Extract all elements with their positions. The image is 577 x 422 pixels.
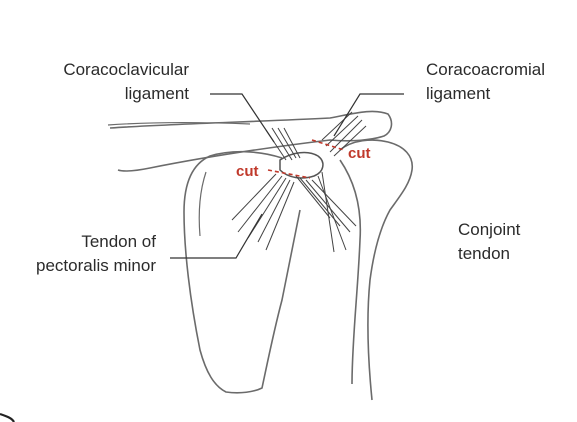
label-pectoralis-minor: Tendon of pectoralis minor <box>14 230 156 278</box>
clavicle-edge <box>107 122 251 126</box>
humerus-outline <box>339 159 362 385</box>
leader-line-coracoacromial <box>333 93 404 137</box>
label-coracoacromial: Coracoacromial ligament <box>426 58 545 106</box>
scapula-outline <box>183 150 301 394</box>
cut-label-left: cut <box>236 163 259 180</box>
label-conjoint-tendon: Conjoint tendon <box>458 218 520 266</box>
leader-line-pectoralis-minor <box>170 213 263 259</box>
scapula-inner-edge <box>198 171 207 237</box>
coracoid-process <box>279 151 324 179</box>
leader-line-coracoclavicular <box>210 93 275 143</box>
label-line: pectoralis minor <box>36 256 156 275</box>
label-line: Coracoacromial <box>426 60 546 79</box>
label-line: Coracoclavicular <box>63 60 189 79</box>
label-line: Tendon of <box>81 232 156 251</box>
acromion-outline <box>339 139 413 401</box>
cut-label-right: cut <box>348 145 371 162</box>
label-coracoclavicular: Coracoclavicular ligament <box>46 58 189 106</box>
cut-line-left <box>267 169 311 179</box>
corner-arc <box>0 412 15 422</box>
label-line: Conjoint <box>458 220 521 239</box>
cut-line-right <box>311 139 345 151</box>
label-line: ligament <box>426 84 491 103</box>
label-line: tendon <box>458 244 510 263</box>
label-line: ligament <box>124 84 189 103</box>
clavicle-outline <box>109 110 393 172</box>
